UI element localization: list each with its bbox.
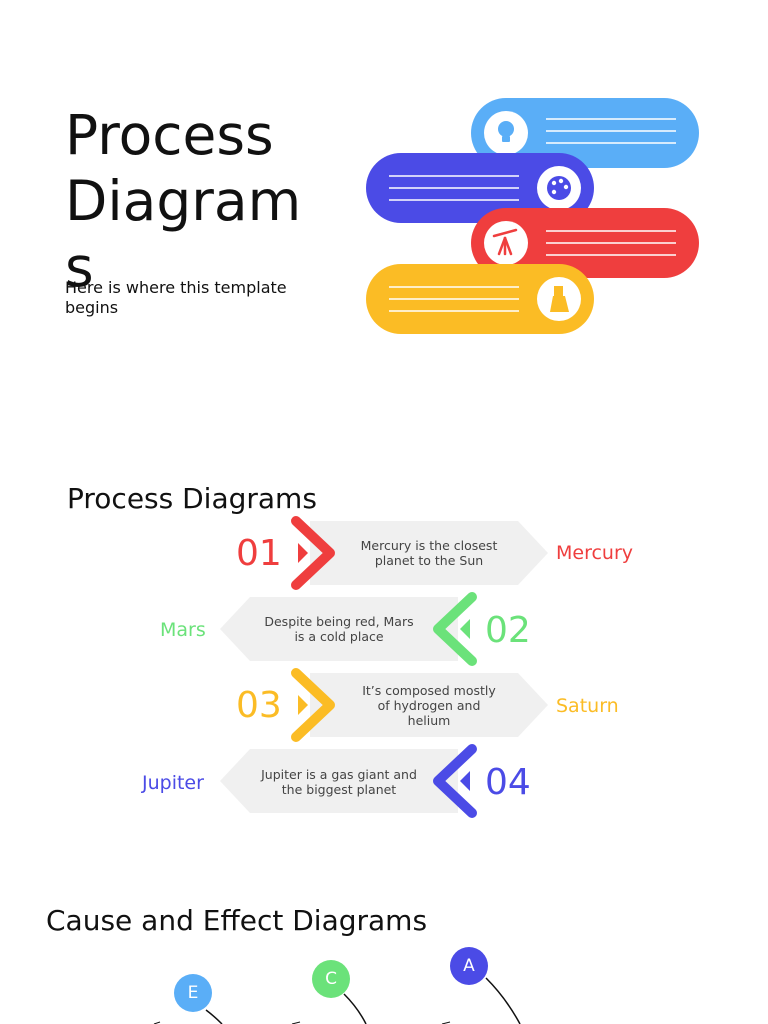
step-2-arrow: [220, 597, 458, 661]
lightbulb-icon: [498, 121, 514, 142]
step-1-name: Mercury: [556, 542, 634, 564]
step-4-chevron: [433, 744, 477, 818]
marker-a: A: [450, 947, 488, 985]
marker-c: C: [312, 960, 350, 998]
section-title-cause-effect: Cause and Effect Diagrams: [46, 904, 428, 937]
step-3-arrow: [310, 673, 548, 737]
step-2-chevron: [433, 592, 477, 666]
pill-blue: [471, 98, 699, 168]
section-title-process: Process Diagrams: [67, 482, 317, 515]
step-3-number: 03: [236, 685, 282, 726]
step-4-text: Jupiter is a gas giant and the biggest p…: [261, 767, 417, 797]
step-2-text: Despite being red, Mars is a cold place: [264, 614, 414, 644]
flask-icon: [550, 286, 569, 312]
step-3-chevron: [291, 668, 335, 742]
step-2-name: Mars: [160, 619, 206, 641]
palette-icon: [547, 176, 571, 200]
telescope-icon: [492, 228, 518, 256]
step-2-number: 02: [485, 610, 531, 651]
step-1-chevron: [291, 516, 335, 590]
step-4-number: 04: [485, 762, 531, 803]
step-1-number: 01: [236, 533, 282, 574]
marker-e: E: [174, 974, 212, 1012]
step-4-name: Jupiter: [142, 772, 204, 794]
step-3-text: It’s composed mostly of hydrogen and hel…: [362, 683, 496, 728]
step-1-text: Mercury is the closest planet to the Sun: [360, 538, 498, 568]
slide-subtitle: Here is where this template begins: [65, 278, 287, 317]
step-3-name: Saturn: [556, 695, 619, 717]
slide-title: Process Diagrams: [65, 103, 302, 299]
step-1-arrow: [310, 521, 548, 585]
step-4-arrow: [220, 749, 458, 813]
